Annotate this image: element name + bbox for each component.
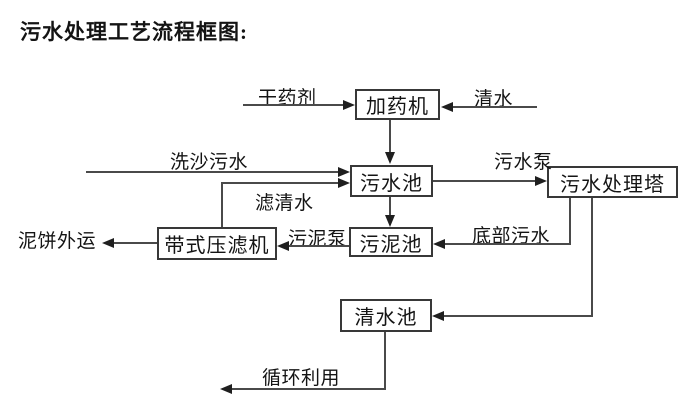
- flow-label-sand-washing-sewage: 洗沙污水: [170, 152, 249, 173]
- arrowhead-down-icon: [385, 152, 395, 164]
- arrowhead-right-icon: [343, 100, 355, 110]
- edge-tower-to-clean-pool-vertical-line: [591, 198, 593, 317]
- node-sewage-pool: 污水池: [350, 165, 433, 197]
- arrowhead-left-icon: [102, 238, 114, 248]
- arrowhead-left-icon: [220, 384, 232, 394]
- edge-dry-agent-line: [243, 104, 344, 106]
- node-clean-water-pool: 清水池: [340, 299, 432, 332]
- flow-label-bottom-sewage: 底部污水: [472, 226, 551, 247]
- arrowhead-left-icon: [433, 239, 445, 249]
- edge-bottom-sewage-vertical-line: [569, 198, 571, 245]
- edge-bottom-sewage-line: [445, 243, 571, 245]
- edge-tower-to-clean-pool-line: [444, 315, 593, 317]
- node-sewage-treatment-tower: 污水处理塔: [547, 166, 678, 198]
- edge-sewage-pool-to-sludge-pool-line: [389, 197, 391, 217]
- flow-label-sewage-pump: 污水泵: [494, 152, 553, 173]
- node-sludge-pool: 污泥池: [349, 227, 433, 257]
- flow-label-sludge-pump: 污泥泵: [288, 229, 347, 250]
- edge-sand-washing-line: [86, 171, 338, 173]
- arrowhead-right-icon: [535, 176, 547, 186]
- arrowhead-left-icon: [441, 102, 453, 112]
- arrowhead-left-icon: [432, 311, 444, 321]
- edge-recycling-line: [232, 388, 386, 390]
- flow-label-mud-cake-outbound: 泥饼外运: [18, 231, 97, 252]
- edge-mud-cake-line: [114, 242, 157, 244]
- edge-filtered-water-line: [221, 182, 338, 184]
- flow-label-dry-agent: 干药剂: [258, 88, 317, 109]
- flow-label-recycling: 循环利用: [262, 368, 341, 389]
- node-belt-filter-press: 带式压滤机: [157, 227, 277, 260]
- flow-label-filtered-water: 滤清水: [255, 193, 314, 214]
- node-dosing-machine: 加药机: [355, 89, 440, 120]
- flow-label-clean-water: 清水: [474, 89, 514, 110]
- edge-filtered-water-vertical-line: [221, 183, 223, 227]
- arrowhead-right-icon: [338, 167, 350, 177]
- edge-sewage-pump-line: [433, 180, 535, 182]
- arrowhead-right-icon: [338, 178, 350, 188]
- edge-dosing-to-sewage-pool-line: [389, 120, 391, 154]
- arrowhead-down-icon: [385, 215, 395, 227]
- edge-recycling-vertical-line: [384, 332, 386, 389]
- edge-sludge-pump-line: [289, 245, 349, 247]
- diagram-title: 污水处理工艺流程框图:: [20, 20, 248, 44]
- edge-clean-water-line: [452, 106, 537, 108]
- arrowhead-left-icon: [277, 241, 289, 251]
